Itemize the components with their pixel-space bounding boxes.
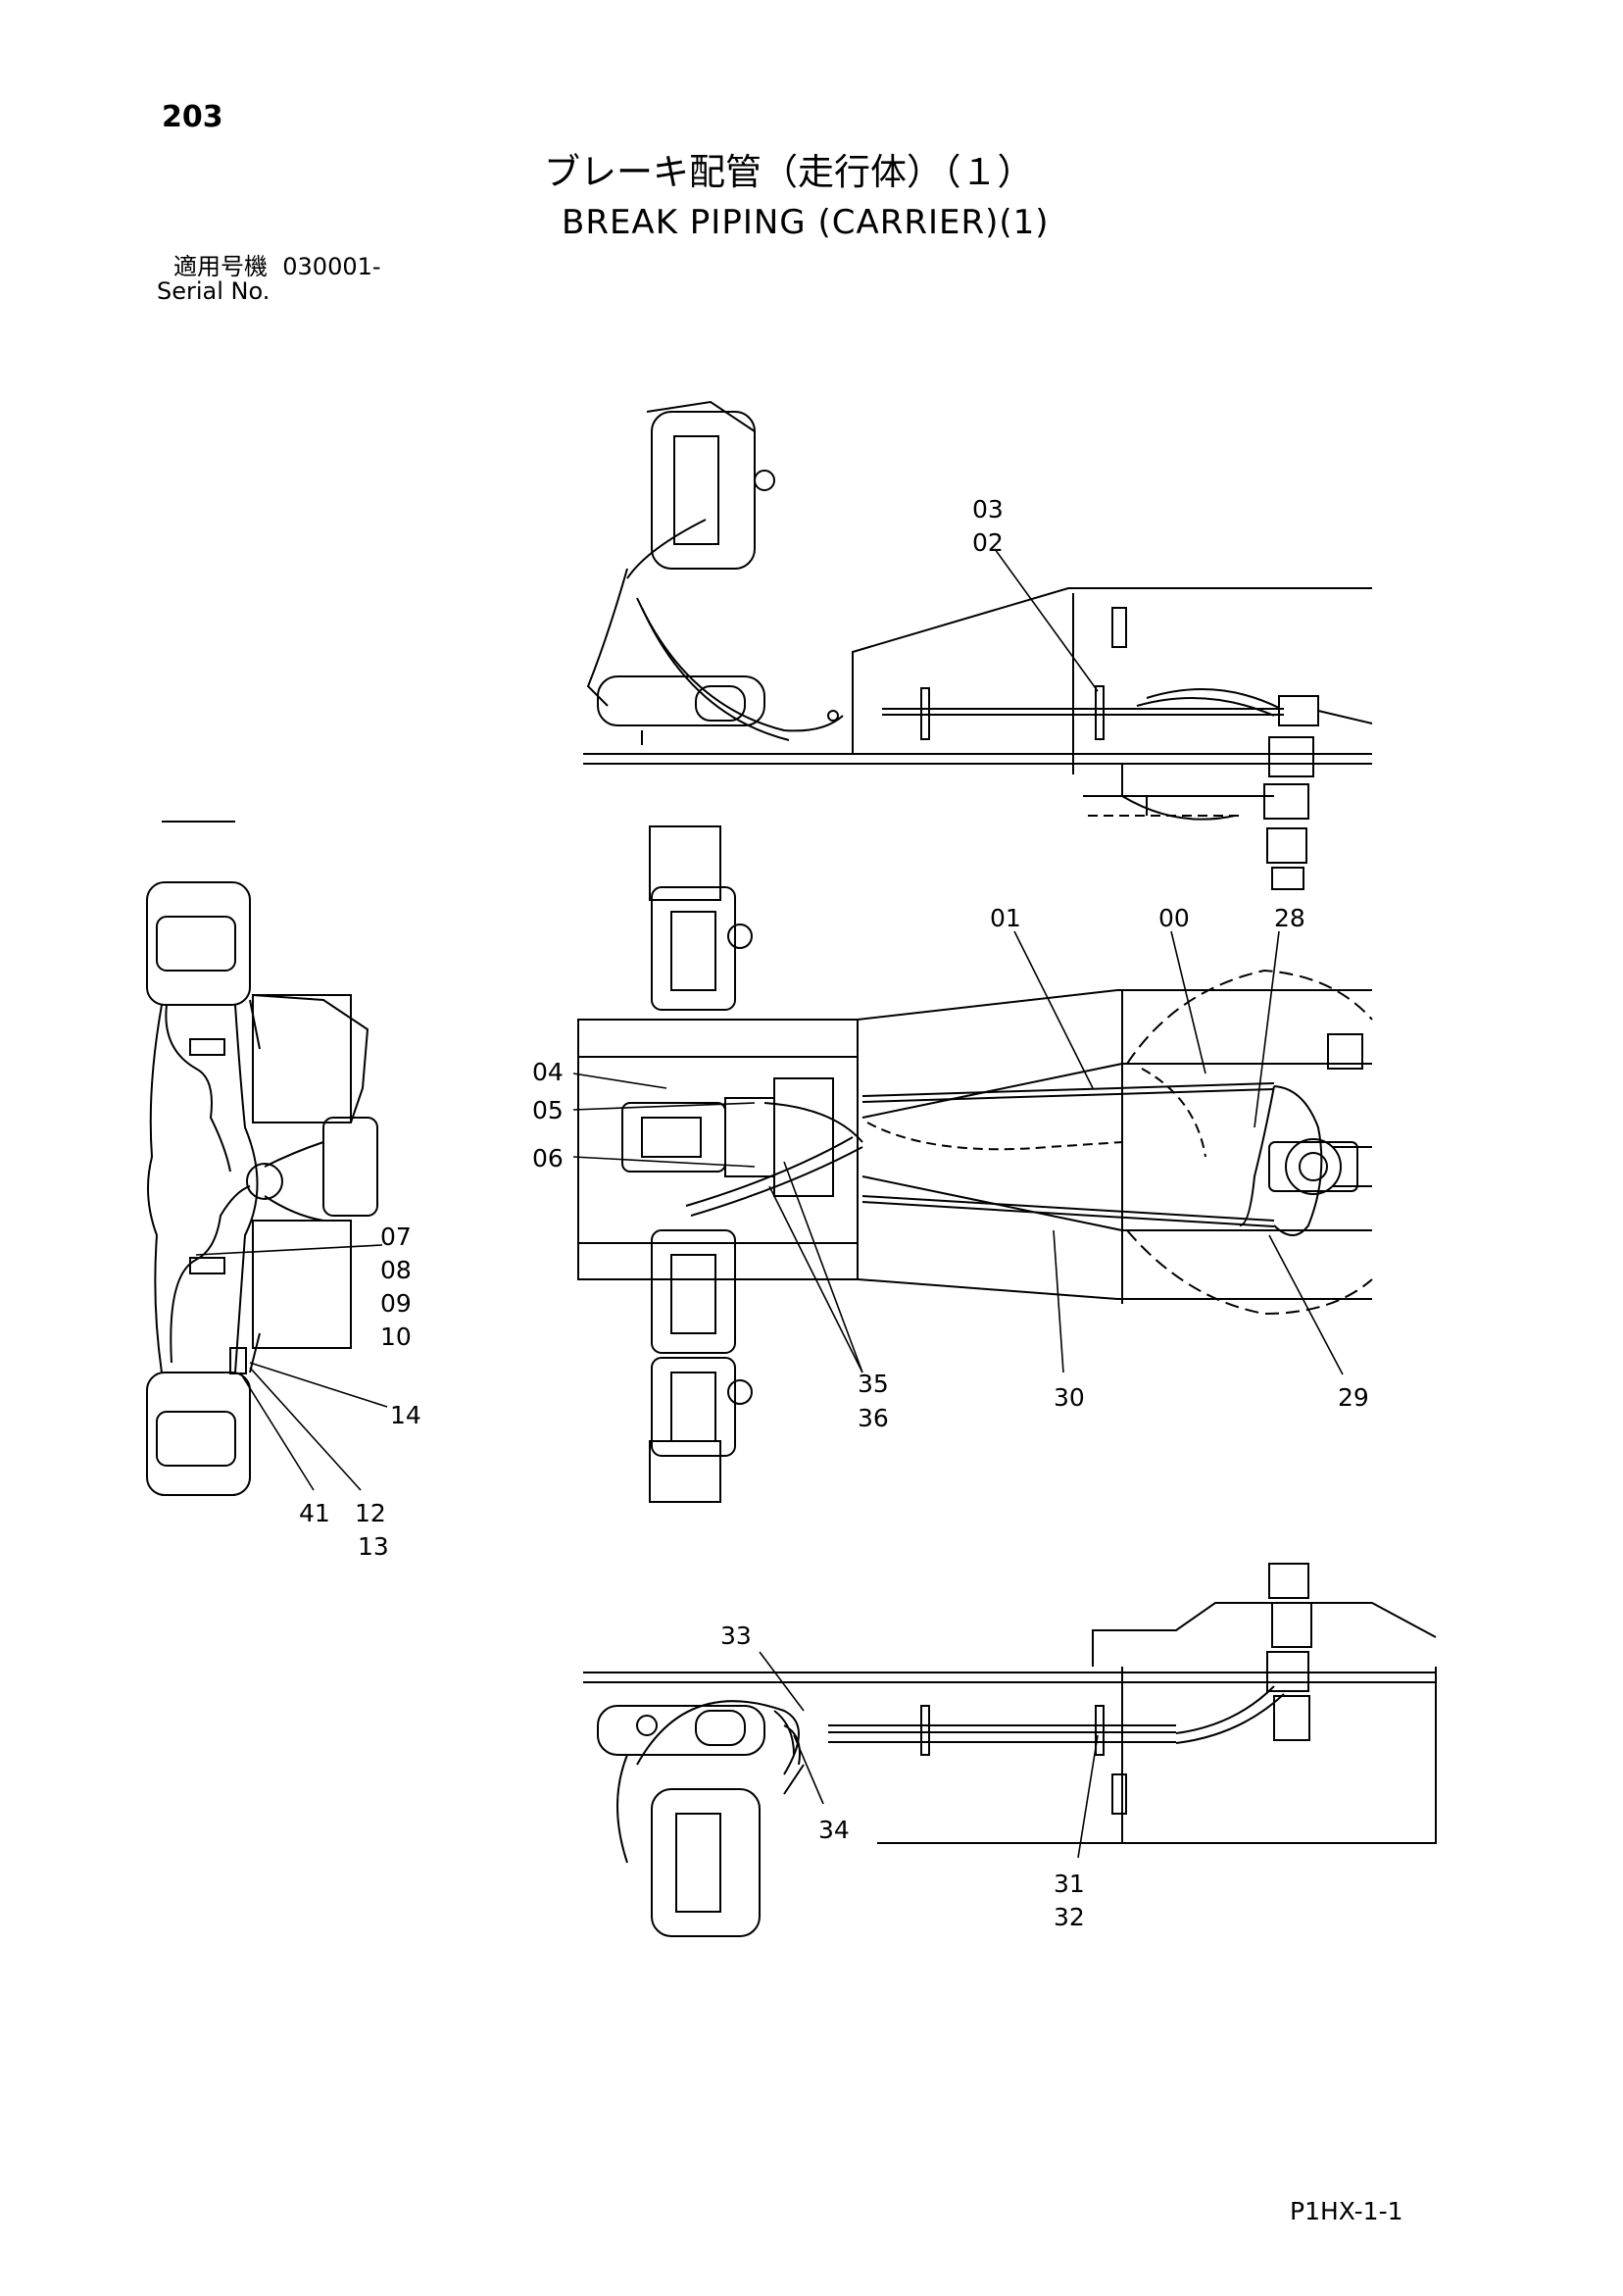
leader-lines bbox=[195, 548, 1344, 1859]
callout-30: 30 bbox=[1054, 1383, 1085, 1412]
callout-41: 41 bbox=[299, 1499, 330, 1527]
serial-value: 030001- bbox=[282, 253, 381, 280]
callout-08: 08 bbox=[380, 1256, 412, 1284]
serial-label-japanese: 適用号機 bbox=[173, 253, 268, 280]
callout-03: 03 bbox=[972, 495, 1004, 524]
callout-31: 31 bbox=[1054, 1870, 1085, 1898]
axle-front-view bbox=[146, 821, 378, 1496]
callout-36: 36 bbox=[858, 1404, 889, 1432]
callout-14: 14 bbox=[390, 1401, 421, 1429]
top-side-view bbox=[583, 400, 1373, 890]
main-plan-view bbox=[577, 825, 1373, 1503]
callout-00: 00 bbox=[1158, 904, 1190, 932]
callout-35: 35 bbox=[858, 1370, 889, 1398]
callout-05: 05 bbox=[532, 1096, 564, 1124]
page-title-english: BREAK PIPING (CARRIER)(1) bbox=[562, 203, 1050, 242]
callout-02: 02 bbox=[972, 528, 1004, 557]
page-number: 203 bbox=[162, 100, 223, 134]
callout-10: 10 bbox=[380, 1323, 412, 1351]
callout-32: 32 bbox=[1054, 1903, 1085, 1931]
callout-29: 29 bbox=[1338, 1383, 1369, 1412]
callout-33: 33 bbox=[720, 1622, 752, 1650]
serial-applicability: 適用号機 030001- bbox=[173, 255, 381, 278]
callout-13: 13 bbox=[358, 1532, 389, 1561]
callout-09: 09 bbox=[380, 1289, 412, 1318]
callout-28: 28 bbox=[1274, 904, 1305, 932]
document-reference: P1HX-1-1 bbox=[1290, 2197, 1403, 2225]
callout-12: 12 bbox=[355, 1499, 386, 1527]
serial-label-english: Serial No. bbox=[157, 277, 270, 305]
callout-34: 34 bbox=[818, 1816, 850, 1844]
callout-04: 04 bbox=[532, 1058, 564, 1086]
callout-01: 01 bbox=[990, 904, 1021, 932]
callout-labels: 03 02 01 00 28 04 05 06 35 36 30 29 07 0… bbox=[299, 495, 1369, 1931]
callout-06: 06 bbox=[532, 1144, 564, 1173]
callout-07: 07 bbox=[380, 1223, 412, 1251]
page-title-japanese: ブレーキ配管（走行体）（１） bbox=[544, 151, 1034, 193]
bottom-side-view bbox=[583, 1563, 1437, 1937]
